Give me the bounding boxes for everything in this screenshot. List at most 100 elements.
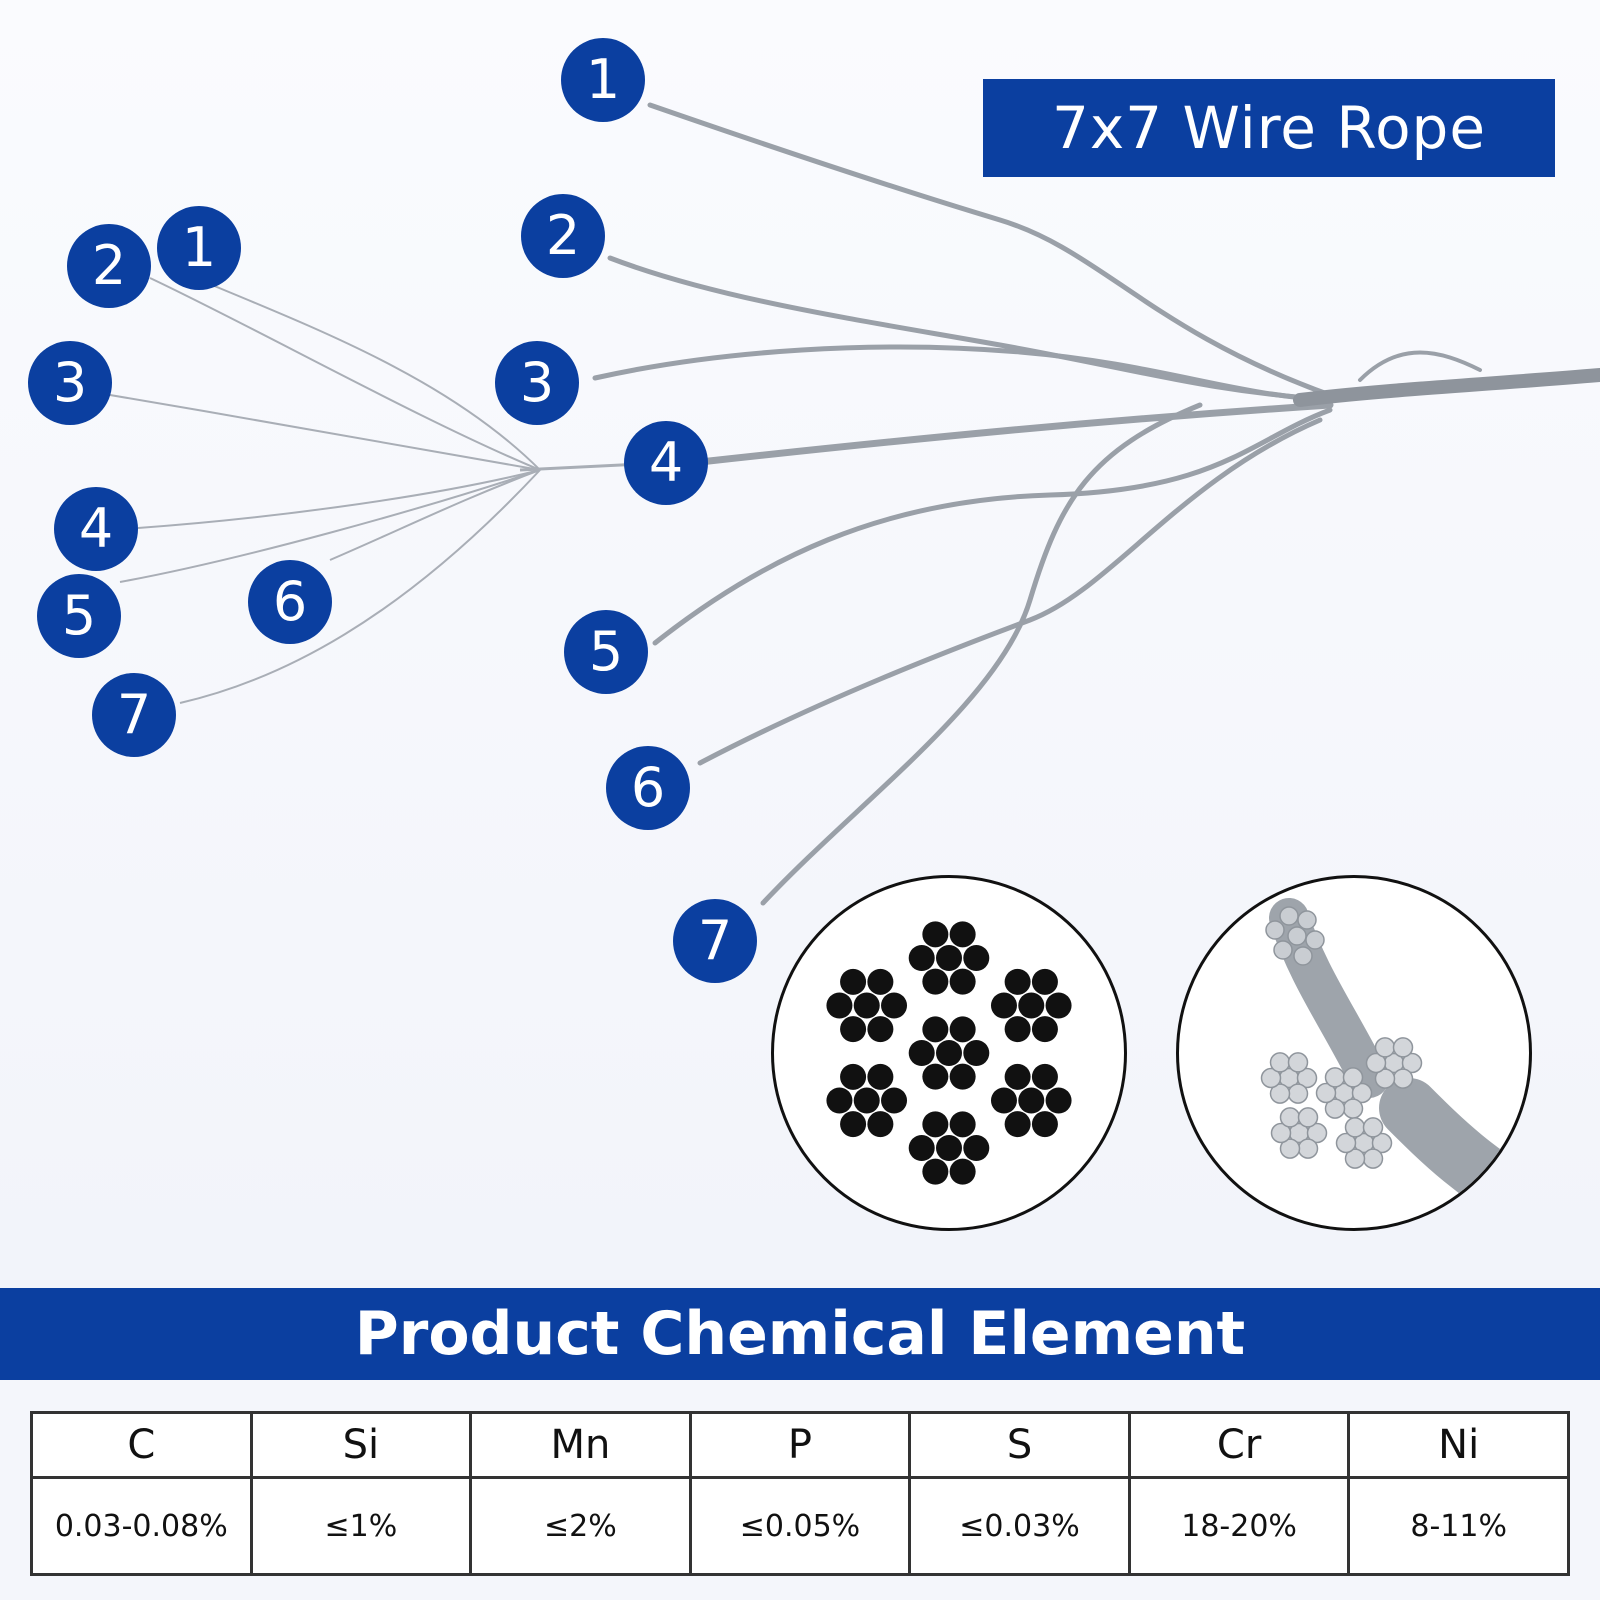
wire-dot (867, 1016, 894, 1043)
chemical-element-banner: Product Chemical Element (0, 1288, 1600, 1380)
wire-dot (963, 1135, 990, 1161)
right-strand-4 (696, 401, 1334, 466)
wire-dot (949, 1158, 976, 1185)
wire-strands-illustration (109, 102, 1600, 906)
value-si: ≤1% (249, 1476, 473, 1576)
right-strand-6 (697, 417, 1323, 766)
cable-wire-end (1297, 1138, 1319, 1159)
cable-wire-end (1324, 1098, 1346, 1119)
cable-wire-end (1335, 1132, 1357, 1154)
cable-wire-end (1344, 1117, 1366, 1138)
wire-dot (908, 1135, 935, 1161)
left-strand-label-4: 4 (54, 487, 138, 571)
wire-dot (867, 1063, 894, 1090)
wire-dot (826, 1087, 853, 1114)
cable-wire-end (1315, 1082, 1337, 1104)
cable-wire-end (1365, 1052, 1387, 1074)
wire-dot (936, 1135, 962, 1161)
cable-wire-end (1279, 1107, 1301, 1128)
left-strand-3 (109, 394, 541, 471)
cable-wire-end (1374, 1037, 1396, 1058)
wire-dot (1004, 1016, 1031, 1043)
left-strand-1 (199, 279, 541, 471)
cable-wire-end (1342, 1067, 1364, 1088)
left-strand-5 (119, 469, 541, 583)
header-c: C (30, 1411, 253, 1479)
cable-wire-end (1306, 1122, 1328, 1144)
right-strand-2 (607, 255, 1333, 403)
wire-dot (867, 968, 894, 995)
wire-dot (990, 1087, 1017, 1114)
cable-wire-end (1287, 1083, 1309, 1104)
wire-dot (949, 1063, 976, 1090)
cable-wire-end (1371, 1132, 1393, 1154)
cable-wire-end (1296, 1067, 1318, 1089)
header-mn: Mn (469, 1411, 692, 1479)
wire-dot (936, 1040, 962, 1066)
right-strand-3 (592, 344, 1333, 403)
cable-wire-end (1297, 1107, 1319, 1128)
header-ni: Ni (1347, 1411, 1570, 1479)
wire-dot (949, 1016, 976, 1043)
header-s: S (908, 1411, 1131, 1479)
cable-wire-end (1374, 1068, 1396, 1089)
value-p: ≤0.05% (688, 1476, 912, 1576)
cable-wire-end (1401, 1052, 1423, 1074)
wire-dot (949, 968, 976, 995)
cable-wire-end (1269, 1052, 1291, 1073)
header-cr: Cr (1127, 1411, 1351, 1479)
table-value-row: 0.03-0.08% ≤1% ≤2% ≤0.05% ≤0.03% 18-20% … (30, 1476, 1570, 1576)
wire-dot (1031, 1111, 1058, 1138)
main-rope (1293, 368, 1600, 407)
wire-dot (922, 968, 949, 995)
wire-dot (963, 1040, 990, 1066)
header-p: P (688, 1411, 912, 1479)
right-strand-label-5: 5 (564, 610, 648, 694)
left-strand-label-2: 2 (67, 224, 151, 308)
wire-dot (853, 992, 880, 1019)
wire-dot (840, 1111, 867, 1138)
wire-dot (1018, 1087, 1045, 1114)
cable-wire-end (1269, 1083, 1291, 1104)
table-header-row: C Si Mn P S Cr Ni (30, 1411, 1570, 1479)
cable-wire-end (1342, 1098, 1364, 1119)
cut-cable-strands-icon (1176, 875, 1532, 1231)
chemical-element-table: C Si Mn P S Cr Ni 0.03-0.08% ≤1% ≤2% ≤0.… (30, 1411, 1570, 1576)
wire-dot (1045, 992, 1072, 1019)
left-strand-label-5: 5 (37, 574, 121, 658)
value-cr: 18-20% (1127, 1476, 1351, 1576)
value-c: 0.03-0.08% (30, 1476, 253, 1576)
wire-dot (922, 921, 949, 948)
product-image-area: 1 2 3 4 5 6 7 1 2 3 4 5 6 7 7x7 Wire Rop… (0, 0, 1600, 1290)
wire-dot (840, 1063, 867, 1090)
wire-dot (936, 945, 962, 971)
left-strand-2 (149, 277, 541, 471)
cable-wire-end (1260, 1067, 1282, 1089)
wire-dot (949, 1111, 976, 1138)
wire-dot (1031, 1016, 1058, 1043)
cable-wire-end (1362, 1117, 1384, 1138)
wire-dot (922, 1063, 949, 1090)
value-ni: 8-11% (1347, 1476, 1570, 1576)
wire-dot (853, 1087, 880, 1114)
product-title: 7x7 Wire Rope (983, 79, 1555, 177)
right-strand-label-1: 1 (561, 38, 645, 122)
header-si: Si (249, 1411, 473, 1479)
right-strand-1 (647, 102, 1333, 398)
wire-dot (922, 1111, 949, 1138)
wire-dot (949, 921, 976, 948)
wire-dot (922, 1016, 949, 1043)
wire-dot (840, 968, 867, 995)
left-strand-label-1: 1 (157, 206, 241, 290)
wire-dot (990, 992, 1017, 1019)
cable-wire-end (1392, 1037, 1414, 1058)
cross-section-diagram-icon (771, 875, 1127, 1231)
wire-dot (1004, 1063, 1031, 1090)
wire-dot (1018, 992, 1045, 1019)
cable-wire-end (1324, 1067, 1346, 1088)
left-strand-7 (179, 469, 541, 704)
wire-dot (826, 992, 853, 1019)
wire-dot (1031, 968, 1058, 995)
cable-wire-end (1287, 1052, 1309, 1073)
wire-dot (922, 1158, 949, 1185)
